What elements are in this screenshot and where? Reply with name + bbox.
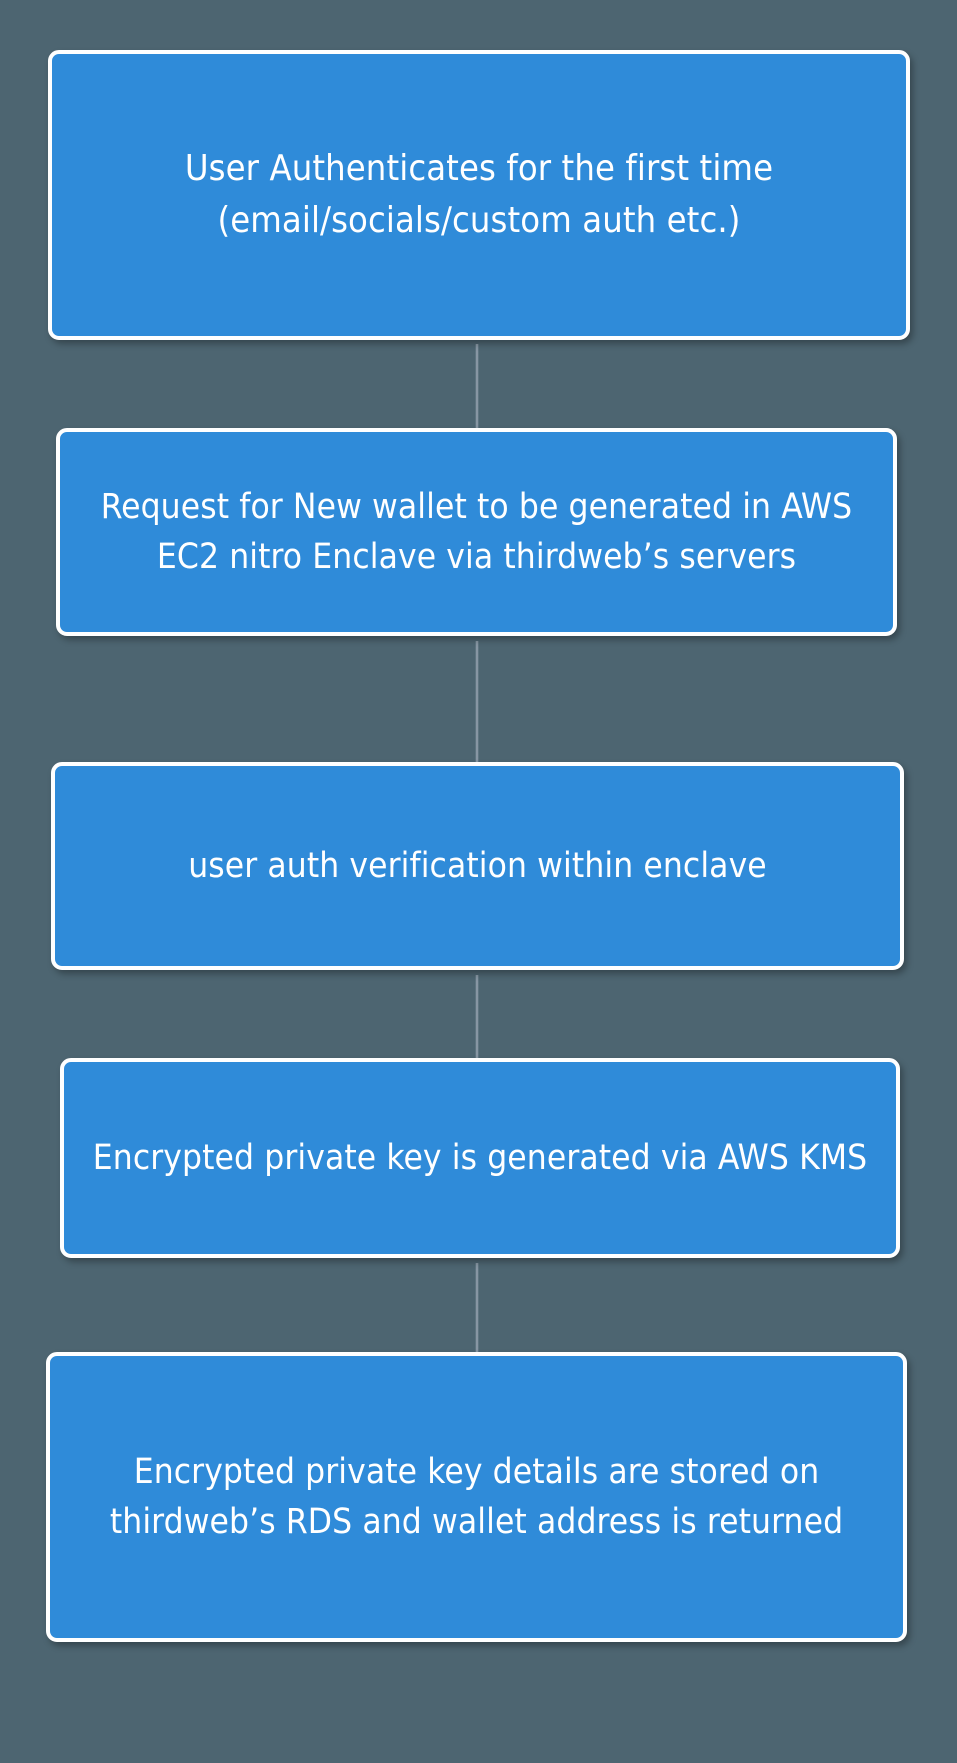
flow-node-key-stored-address-returned[interactable]: Encrypted private key details are stored… [46, 1352, 907, 1642]
flow-node-user-auth-verification[interactable]: user auth verification within enclave [51, 762, 904, 970]
flow-node-user-authenticates[interactable]: User Authenticates for the first time (e… [48, 50, 910, 340]
flow-node-label: Encrypted private key is generated via A… [92, 1137, 868, 1178]
flow-node-label: Request for New wallet to be generated i… [100, 486, 853, 577]
flow-node-encrypted-key-generated[interactable]: Encrypted private key is generated via A… [60, 1058, 900, 1258]
flow-node-label: Encrypted private key details are stored… [109, 1451, 844, 1542]
flow-node-label: User Authenticates for the first time (e… [184, 148, 774, 241]
flow-node-request-new-wallet[interactable]: Request for New wallet to be generated i… [56, 428, 897, 636]
flow-node-label: user auth verification within enclave [188, 845, 767, 886]
